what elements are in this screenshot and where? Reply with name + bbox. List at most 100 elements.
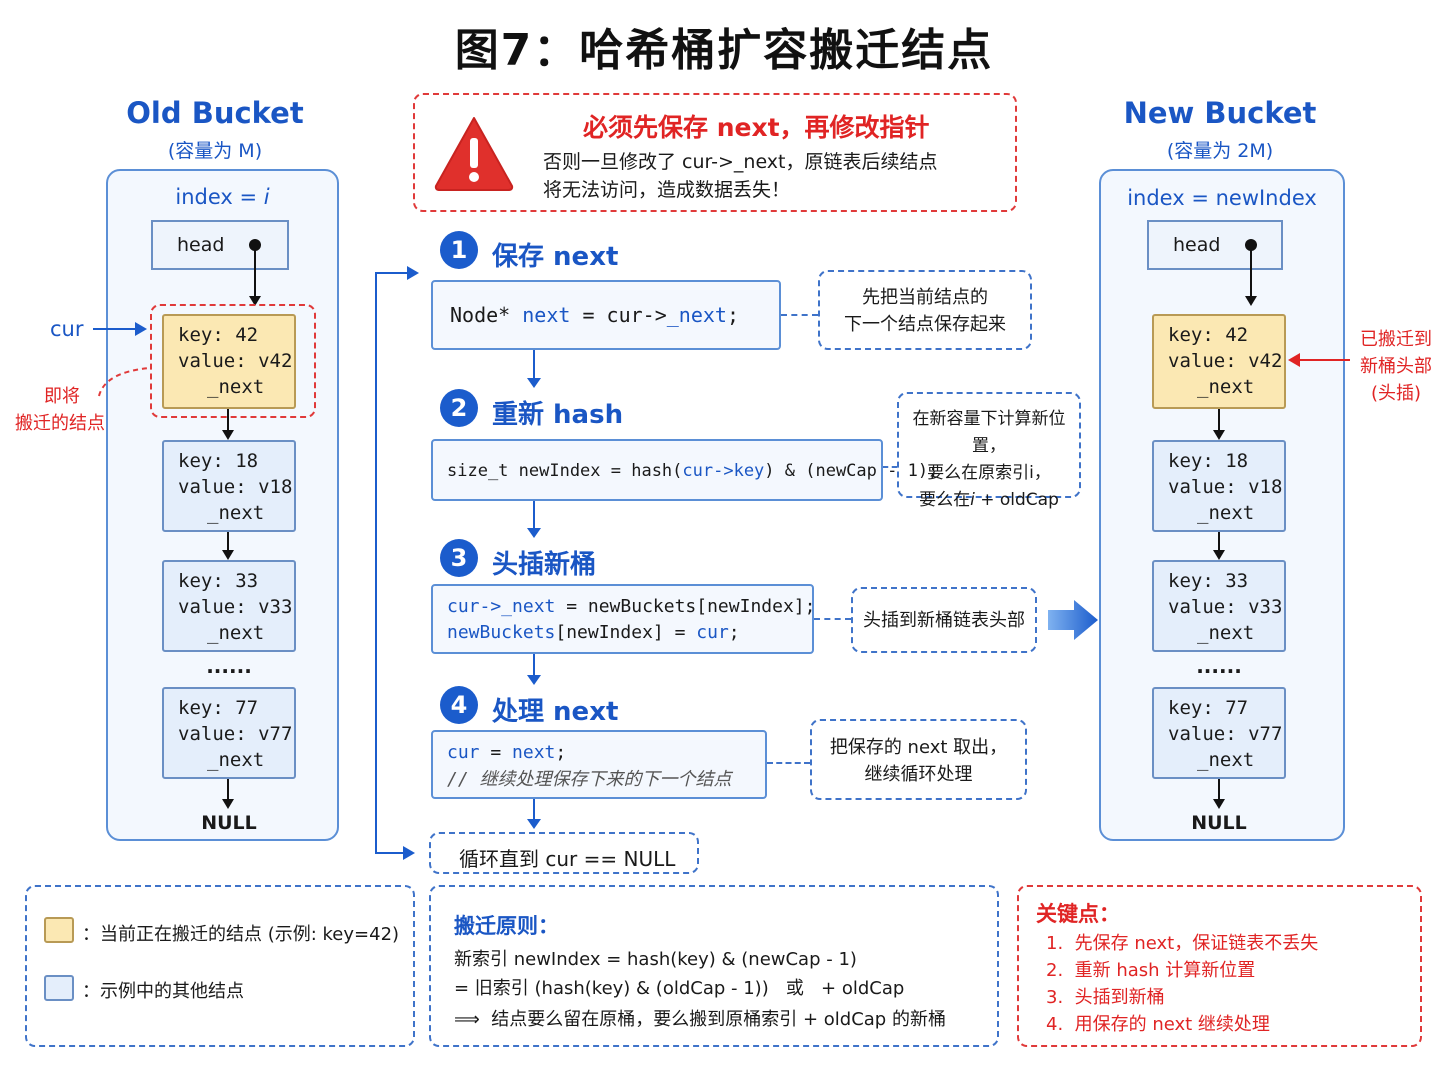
node-key: key: 42 bbox=[1168, 324, 1249, 346]
node-key: key: 77 bbox=[178, 697, 259, 719]
old-link-2 bbox=[227, 532, 229, 552]
step-4-note-connector bbox=[767, 762, 810, 764]
flow-4-end bbox=[533, 799, 535, 821]
new-null: NULL bbox=[1191, 812, 1247, 834]
old-link-1 bbox=[227, 409, 229, 431]
legend-swatch-other bbox=[44, 975, 74, 1001]
moved-arrow-head bbox=[1288, 353, 1300, 367]
old-index-var: i bbox=[263, 185, 270, 209]
step-1-code: Node* next = cur->_next; bbox=[431, 280, 781, 350]
old-null: NULL bbox=[201, 812, 257, 834]
note-line: 在新容量下计算新位置， bbox=[912, 409, 1066, 456]
new-link-null bbox=[1218, 779, 1220, 801]
legend-item-other: ：示例中的其他结点 bbox=[82, 981, 244, 1002]
new-ellipsis: ...... bbox=[1196, 654, 1242, 678]
step-4-badge: 4 bbox=[440, 686, 478, 724]
loop-top-line bbox=[375, 272, 409, 274]
step-2-note-connector bbox=[883, 466, 897, 468]
node-next: _next bbox=[207, 749, 265, 771]
step-1-note-connector bbox=[781, 314, 818, 316]
node-next: _next bbox=[1197, 749, 1255, 771]
node-value: value: v42 bbox=[178, 350, 293, 372]
principle-line-3: ⟹ 结点要么留在原桶，要么搬到原桶索引 + oldCap 的新桶 bbox=[454, 1009, 946, 1030]
code-part: next bbox=[522, 303, 571, 327]
code-part: = bbox=[479, 742, 513, 763]
new-head-box: head bbox=[1147, 220, 1283, 270]
moved-label-line: 新桶头部 bbox=[1360, 356, 1432, 377]
old-head-arrow-line bbox=[254, 245, 256, 297]
note-part: i bbox=[970, 490, 975, 510]
code-part: ; bbox=[726, 303, 740, 327]
new-link-2 bbox=[1218, 532, 1220, 552]
note-line: 头插到新桶链表头部 bbox=[863, 610, 1025, 631]
node-key: key: 77 bbox=[1168, 697, 1249, 719]
code-part: _next bbox=[666, 303, 727, 327]
new-head-arrow-line bbox=[1250, 245, 1252, 297]
moving-label-1: 即将 bbox=[44, 386, 80, 407]
code-part: = newBuckets[newIndex]; bbox=[555, 596, 816, 617]
node-key: key: 42 bbox=[178, 324, 259, 346]
page-title: 图7：哈希桶扩容搬迁结点 bbox=[454, 25, 994, 76]
new-head-arrow-head bbox=[1245, 296, 1257, 306]
new-link-1 bbox=[1218, 409, 1220, 431]
principle-heading: 搬迁原则： bbox=[454, 914, 559, 938]
old-head-box: head bbox=[151, 220, 289, 270]
loop-end-label: 循环直到 cur == NULL bbox=[459, 847, 676, 871]
flow-1-2 bbox=[533, 350, 535, 380]
old-head-label: head bbox=[177, 234, 225, 256]
loop-end-box: 循环直到 cur == NULL bbox=[429, 832, 699, 874]
node-key: key: 33 bbox=[1168, 570, 1249, 592]
new-node-18: key: 18 value: v18 _next bbox=[1152, 440, 1286, 532]
note-line: 下一个结点保存起来 bbox=[844, 314, 1006, 335]
step-4-note: 把保存的 next 取出， 继续循环处理 bbox=[810, 719, 1027, 800]
code-part: size_t newIndex = hash( bbox=[447, 461, 683, 481]
code-part: cur bbox=[696, 622, 729, 643]
code-part: cur->key bbox=[682, 461, 765, 481]
node-next: _next bbox=[207, 622, 265, 644]
old-link-null-head bbox=[222, 799, 234, 809]
code-part: next bbox=[512, 742, 556, 763]
flow-1-2-head bbox=[527, 378, 541, 388]
node-value: value: v33 bbox=[178, 596, 293, 618]
step-2-badge: 2 bbox=[440, 389, 478, 427]
note-line: 先把当前结点的 bbox=[862, 287, 988, 308]
note-line: 要么在原索引i， bbox=[927, 463, 1051, 483]
code-part: ) & (newCap - 1); bbox=[764, 461, 939, 481]
flow-3-4 bbox=[533, 654, 535, 677]
code-line: cur = next; bbox=[447, 739, 765, 766]
new-link-2-head bbox=[1213, 550, 1225, 560]
step-1-note: 先把当前结点的 下一个结点保存起来 bbox=[818, 270, 1032, 350]
node-key: key: 33 bbox=[178, 570, 259, 592]
old-link-null bbox=[227, 779, 229, 801]
note-line: 要么在i + oldCap bbox=[899, 487, 1079, 514]
warning-box bbox=[413, 93, 1017, 212]
old-node-42: key: 42 value: v42 _next bbox=[162, 314, 296, 409]
note-part: 要么在 bbox=[919, 490, 971, 510]
warning-triangle-icon bbox=[434, 117, 514, 191]
flow-2-3 bbox=[533, 501, 535, 530]
old-head-arrow-head bbox=[249, 296, 261, 306]
new-bucket-index: index = newIndex bbox=[1127, 186, 1317, 210]
note-line: 继续循环处理 bbox=[864, 764, 973, 785]
code-part: Node* bbox=[450, 303, 523, 327]
moving-label-2: 搬迁的结点 bbox=[15, 413, 105, 434]
key-points-heading: 关键点： bbox=[1036, 902, 1120, 926]
step-2-note: 在新容量下计算新位置， 要么在原索引i， 要么在i + oldCap bbox=[897, 392, 1081, 510]
old-index-label: index = bbox=[175, 185, 264, 209]
code-part: cur bbox=[447, 742, 480, 763]
cur-label: cur bbox=[50, 317, 84, 341]
node-next: _next bbox=[1197, 376, 1255, 398]
step-1-badge: 1 bbox=[440, 231, 478, 269]
node-value: value: v77 bbox=[178, 723, 293, 745]
code-line: newBuckets[newIndex] = cur; bbox=[447, 620, 812, 646]
principle-box bbox=[429, 885, 999, 1047]
node-next: _next bbox=[1197, 502, 1255, 524]
code-part: = cur-> bbox=[570, 303, 667, 327]
flow-3-4-head bbox=[527, 675, 541, 685]
old-bucket-title: Old Bucket bbox=[126, 96, 304, 130]
step-2-label: 重新 hash bbox=[492, 400, 624, 430]
note-line: 把保存的 next 取出， bbox=[829, 737, 1008, 758]
code-part: cur->_next bbox=[447, 596, 556, 617]
note-part: + oldCap bbox=[974, 490, 1059, 510]
node-key: key: 18 bbox=[178, 450, 259, 472]
